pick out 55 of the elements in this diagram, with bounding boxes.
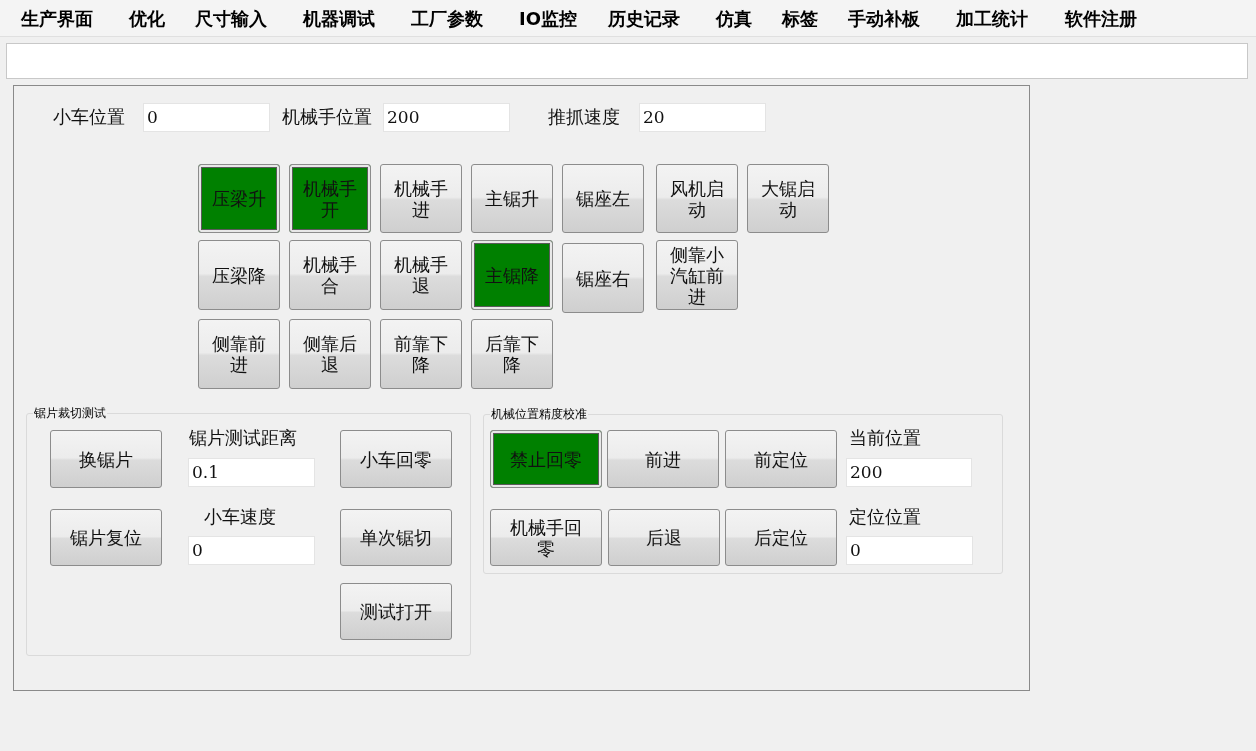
menu-item: 仿真 — [716, 7, 752, 31]
group-title: 锯片裁切测试 — [33, 405, 107, 422]
group-title: 机械位置精度校准 — [490, 406, 588, 423]
menu-item: 优化 — [129, 7, 165, 31]
button: 侧靠小汽缸前进 — [656, 240, 738, 310]
menu-item: IO监控 — [519, 7, 577, 31]
input-field: 0 — [188, 536, 315, 565]
menu-item: 加工统计 — [956, 7, 1028, 31]
menu-item: 历史记录 — [608, 7, 680, 31]
button: 锯片复位 — [50, 509, 162, 566]
button: 主锯升 — [471, 164, 553, 233]
button: 锯座右 — [562, 243, 644, 313]
button: 前定位 — [725, 430, 837, 488]
input-field: 20 — [639, 103, 766, 132]
menu-item: 软件注册 — [1065, 7, 1137, 31]
active-button: 压梁升 — [198, 164, 280, 233]
field-label: 机械手位置 — [282, 106, 372, 128]
menu-item: 工厂参数 — [411, 7, 483, 31]
active-button: 机械手开 — [289, 164, 371, 233]
menu-item: 手动补板 — [848, 7, 920, 31]
input-field: 0 — [143, 103, 270, 132]
active-button: 主锯降 — [471, 240, 553, 310]
button: 锯座左 — [562, 164, 644, 233]
button: 小车回零 — [340, 430, 452, 488]
button: 侧靠前进 — [198, 319, 280, 389]
button: 风机启动 — [656, 164, 738, 233]
button: 单次锯切 — [340, 509, 452, 566]
button: 前靠下降 — [380, 319, 462, 389]
button: 侧靠后退 — [289, 319, 371, 389]
button: 机械手退 — [380, 240, 462, 310]
button: 机械手合 — [289, 240, 371, 310]
field-label: 小车位置 — [53, 106, 125, 128]
field-label: 小车速度 — [204, 506, 276, 528]
input-field: 200 — [846, 458, 972, 487]
menu-item: 尺寸输入 — [195, 7, 267, 31]
field-label: 锯片测试距离 — [189, 427, 297, 449]
button: 后靠下降 — [471, 319, 553, 389]
input-field: 0.1 — [188, 458, 315, 487]
button: 后定位 — [725, 509, 837, 566]
button: 机械手回零 — [490, 509, 602, 566]
menu-item: 生产界面 — [21, 7, 93, 31]
button: 机械手进 — [380, 164, 462, 233]
input-field: 200 — [383, 103, 510, 132]
field-label: 定位位置 — [849, 506, 921, 528]
active-button: 禁止回零 — [490, 430, 602, 488]
menu-item: 机器调试 — [303, 7, 375, 31]
button: 换锯片 — [50, 430, 162, 488]
button: 前进 — [607, 430, 719, 488]
button: 压梁降 — [198, 240, 280, 310]
button: 后退 — [608, 509, 720, 566]
input-field: 0 — [846, 536, 973, 565]
menu-item: 标签 — [782, 7, 818, 31]
button: 大锯启动 — [747, 164, 829, 233]
button: 测试打开 — [340, 583, 452, 640]
field-label: 推抓速度 — [548, 106, 620, 128]
